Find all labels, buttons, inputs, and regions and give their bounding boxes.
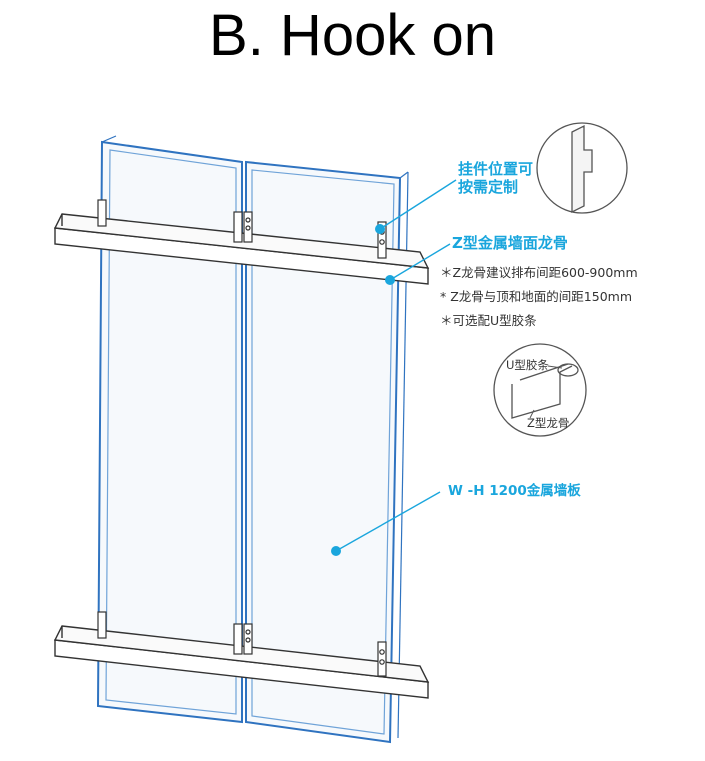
hook xyxy=(233,211,243,243)
page-title: B. Hook on xyxy=(209,3,496,68)
hook xyxy=(97,611,107,639)
panel-dot xyxy=(331,546,341,556)
hook-position-label: 挂件位置可 按需定制 xyxy=(458,160,534,196)
left-panel xyxy=(96,140,243,724)
hook xyxy=(233,623,243,655)
hook xyxy=(97,199,107,227)
detail-z-keel-label: Z型龙骨 xyxy=(527,416,570,430)
note-distance: * Z龙骨与顶和地面的间距150mm xyxy=(440,289,632,304)
detail-u-strip-label: U型胶条 xyxy=(506,358,549,372)
keel-detail-circle xyxy=(493,343,587,437)
note-spacing: ＊Z龙骨建议排布间距600-900mm xyxy=(440,265,638,280)
note-u-strip: ＊可选配U型胶条 xyxy=(440,313,537,328)
hook xyxy=(377,641,387,677)
z-keel-label: Z型金属墙面龙骨 xyxy=(452,234,568,252)
leader-dots xyxy=(331,224,395,556)
hook-dot xyxy=(375,224,385,234)
hooks-top xyxy=(97,199,387,259)
keel-dot xyxy=(385,275,395,285)
detail-leaders xyxy=(529,365,563,419)
leader-lines xyxy=(335,179,457,552)
right-panel xyxy=(245,160,402,744)
hook-detail-circle xyxy=(536,122,628,214)
hooks-bottom xyxy=(97,611,387,677)
panel-label: W -H 1200金属墙板 xyxy=(448,483,581,499)
